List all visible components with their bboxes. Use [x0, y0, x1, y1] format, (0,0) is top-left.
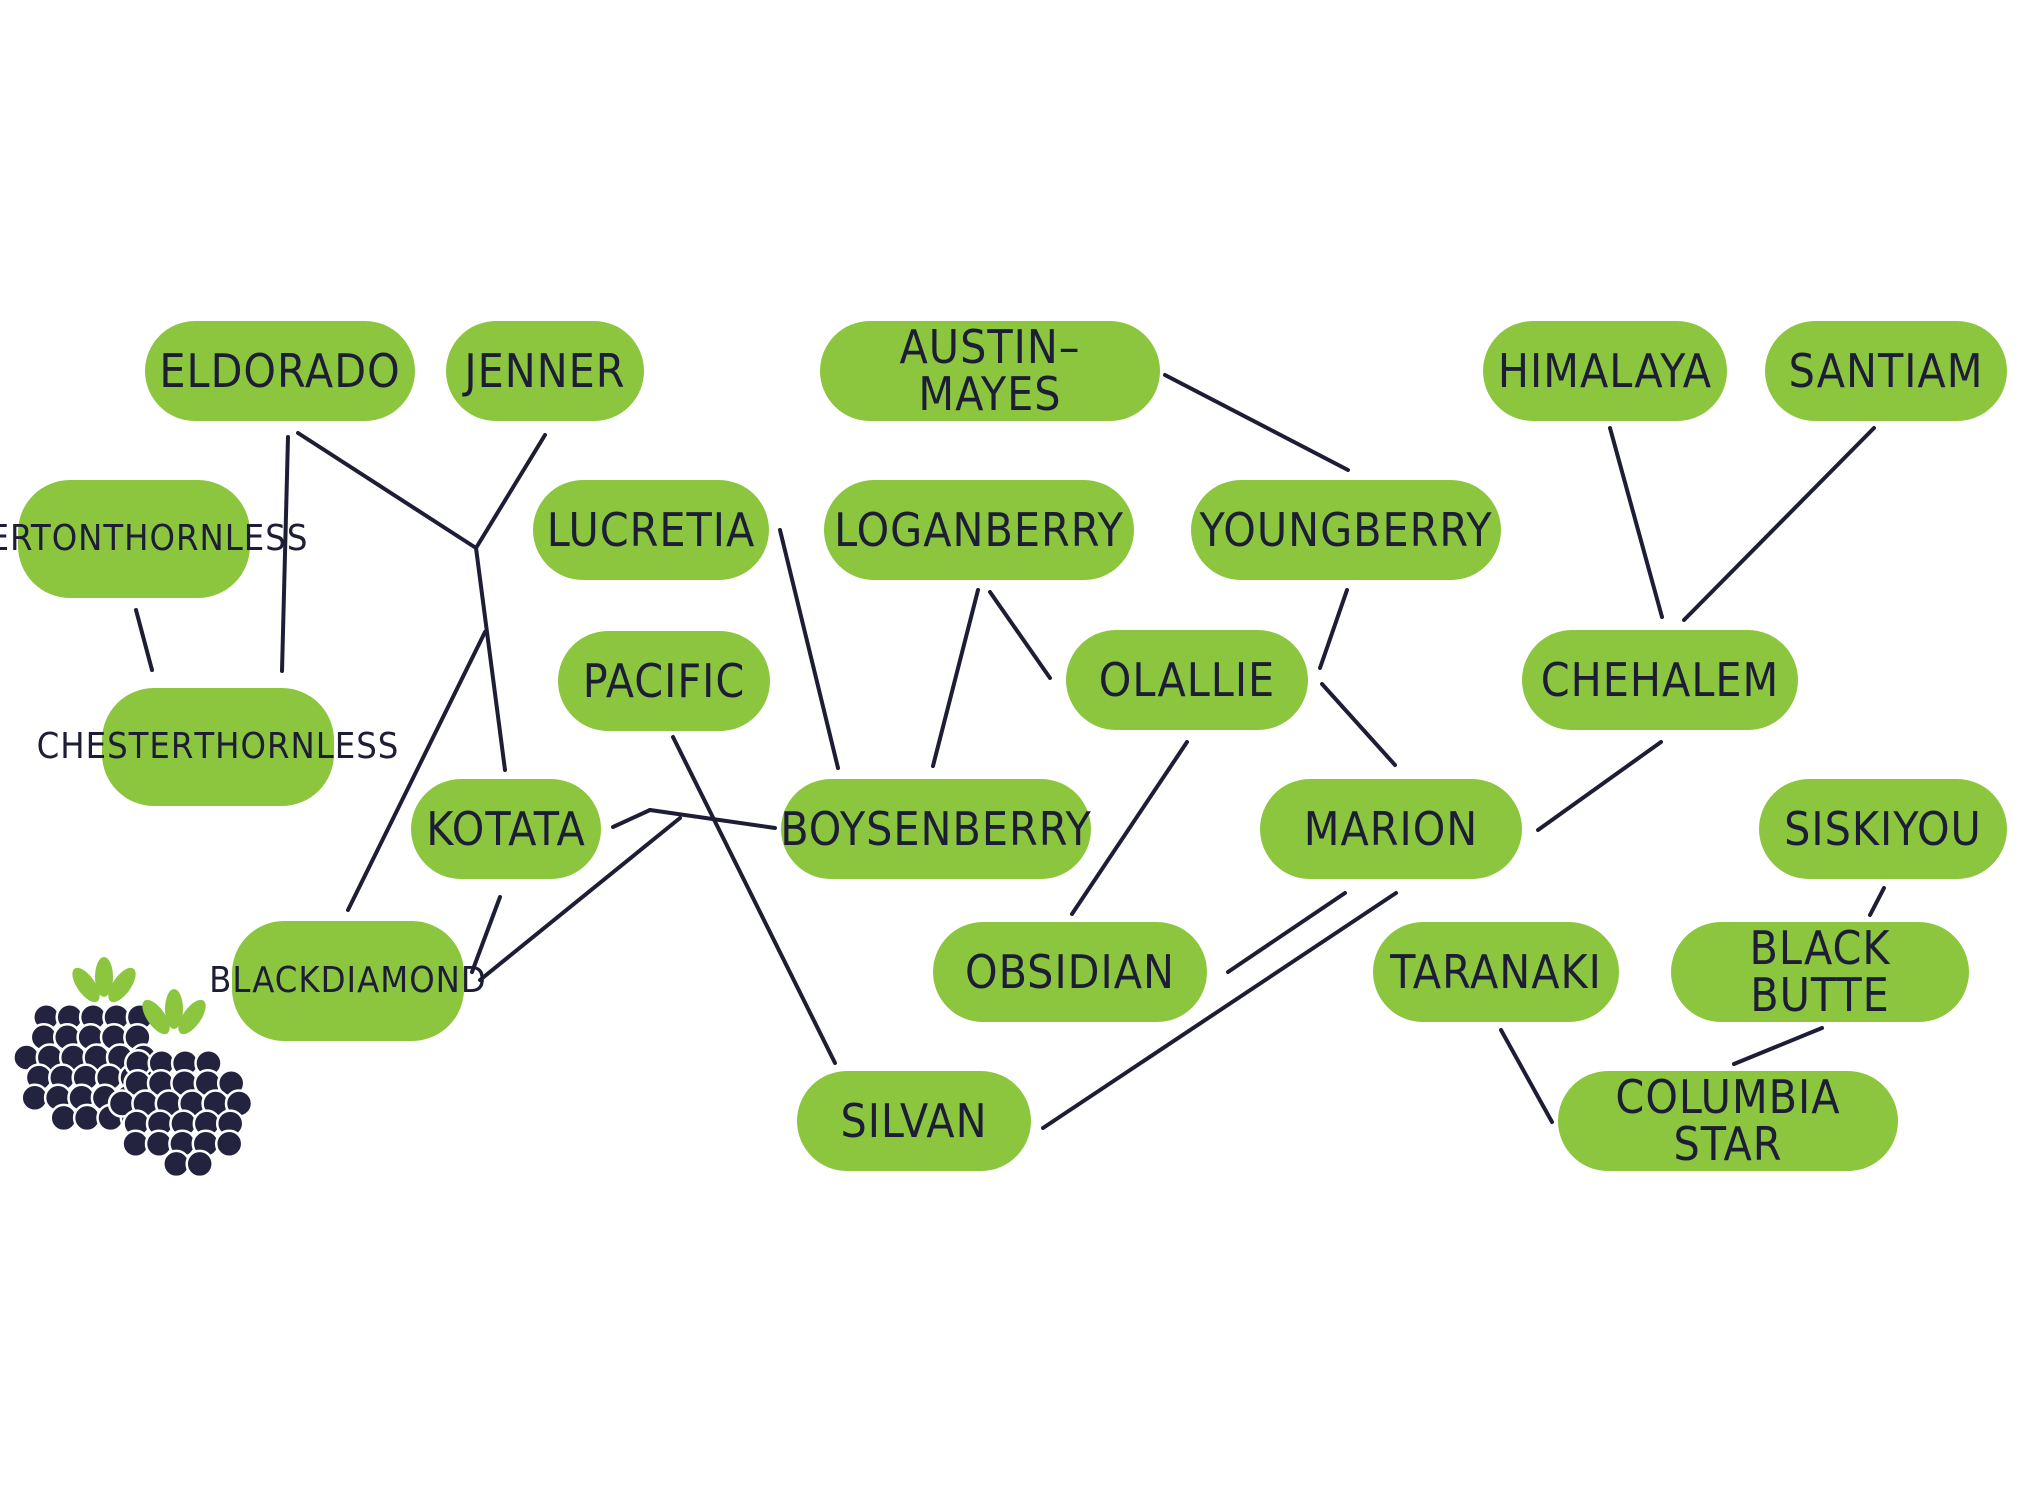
berry-leaf: [95, 957, 113, 997]
drupelet: [162, 1149, 191, 1179]
node-himalaya: HIMALAYA: [1483, 321, 1727, 421]
node-label-line: LUCRETIA: [546, 502, 756, 557]
edge-junction-kotata: [474, 546, 507, 772]
node-label-line: MARION: [1303, 801, 1479, 856]
edge-pacific-black-diamond: [478, 816, 682, 982]
berry-leaf: [72, 967, 100, 1003]
node-silvan: SILVAN: [797, 1071, 1031, 1171]
edge-marion-silvan: [1041, 891, 1398, 1130]
node-youngberry: YOUNGBERRY: [1191, 480, 1501, 580]
node-jenner: JENNER: [446, 321, 644, 421]
node-label-line: BLACK: [209, 959, 321, 1001]
node-label-line: KOTATA: [426, 801, 586, 856]
node-austin-mayes: AUSTIN–MAYES: [820, 321, 1160, 421]
node-label-line: ELDORADO: [159, 343, 401, 398]
node-label-line: THORNLESS: [194, 725, 400, 767]
edge-black-butte-columbia-star: [1732, 1026, 1824, 1066]
node-label-line: BOYSENBERRY: [780, 801, 1092, 856]
node-chehalem: CHEHALEM: [1522, 630, 1798, 730]
node-taranaki: TARANAKI: [1373, 922, 1619, 1022]
node-obsidian: OBSIDIAN: [933, 922, 1207, 1022]
berry-leaf: [165, 989, 183, 1029]
edge-loganberry-olallie: [988, 590, 1052, 680]
node-label-line: OBSIDIAN: [965, 944, 1175, 999]
edge-jenner-black-diamond: [346, 630, 487, 912]
drupelet: [72, 1103, 102, 1133]
node-label-line: HIMALAYA: [1497, 343, 1713, 398]
blackberry-icon: [14, 957, 254, 1179]
edge-merton-thornless-chester-thornless: [134, 608, 154, 672]
node-label-line: COLUMBIA STAR: [1615, 1070, 1841, 1171]
node-siskiyou: SISKIYOU: [1759, 779, 2007, 879]
blackberry-right: [107, 989, 254, 1179]
edge-austin-mayes-youngberry: [1163, 373, 1350, 472]
drupelet: [214, 1129, 244, 1159]
node-label-line: SISKIYOU: [1784, 801, 1982, 856]
node-label-line: CHEHALEM: [1540, 652, 1780, 707]
edge-santiam-chehalem: [1682, 426, 1876, 622]
node-label-line: JENNER: [464, 343, 626, 398]
node-label-line: TARANAKI: [1390, 944, 1602, 999]
berry-leaf: [142, 999, 170, 1035]
edge-loganberry-boysenberry: [931, 588, 980, 768]
node-label-line: BLACK BUTTE: [1749, 921, 1891, 1022]
node-olallie: OLALLIE: [1066, 630, 1308, 730]
node-label-line: SILVAN: [840, 1093, 988, 1148]
node-label-line: AUSTIN–MAYES: [899, 320, 1081, 421]
drupelet: [185, 1149, 214, 1179]
node-eldorado: ELDORADO: [145, 321, 415, 421]
node-label-line: PACIFIC: [582, 653, 746, 708]
edge-olallie-marion: [1320, 682, 1397, 767]
node-label-line: DIAMOND: [320, 959, 487, 1001]
edge-marion-obsidian: [1226, 891, 1347, 974]
node-santiam: SANTIAM: [1765, 321, 2007, 421]
edge-lucretia-boysenberry: [778, 528, 840, 770]
edge-olallie-obsidian: [1070, 740, 1189, 916]
node-label-line: LOGANBERRY: [834, 502, 1124, 557]
edge-kotata-boysenberry-a: [611, 808, 652, 829]
node-lucretia: LUCRETIA: [533, 480, 769, 580]
berry-leaf: [178, 999, 206, 1035]
node-label-line: CHESTER: [36, 725, 195, 767]
node-black-butte: BLACK BUTTE: [1671, 922, 1969, 1022]
edge-taranaki-columbia-star: [1499, 1028, 1554, 1124]
edge-eldorado-chester-thornless: [280, 435, 290, 673]
drupelet: [121, 1129, 150, 1159]
edge-pacific-silvan: [671, 735, 837, 1065]
edge-jenner-junction: [474, 433, 547, 550]
node-label-line: OLALLIE: [1098, 652, 1276, 707]
berry-leaf: [108, 967, 136, 1003]
node-loganberry: LOGANBERRY: [824, 480, 1134, 580]
drupelet: [49, 1103, 78, 1133]
edge-chehalem-marion: [1536, 740, 1663, 832]
node-kotata: KOTATA: [411, 779, 601, 879]
node-label-line: YOUNGBERRY: [1199, 502, 1493, 557]
node-label-line: THORNLESS: [103, 517, 309, 559]
node-boysenberry: BOYSENBERRY: [780, 779, 1092, 879]
node-label-line: MERTON: [0, 517, 104, 559]
node-columbia-star: COLUMBIA STAR: [1558, 1071, 1898, 1171]
edge-siskiyou-black-butte: [1868, 886, 1886, 917]
edge-himalaya-chehalem: [1608, 426, 1664, 619]
edge-youngberry-olallie: [1318, 588, 1349, 670]
drupelet: [20, 1083, 49, 1113]
edge-eldorado-junction: [296, 431, 478, 550]
node-pacific: PACIFIC: [558, 631, 770, 731]
node-merton-thornless: MERTONTHORNLESS: [0, 480, 307, 598]
node-label-line: SANTIAM: [1788, 343, 1984, 398]
node-marion: MARION: [1260, 779, 1522, 879]
edge-kotata-black-diamond: [470, 895, 502, 974]
